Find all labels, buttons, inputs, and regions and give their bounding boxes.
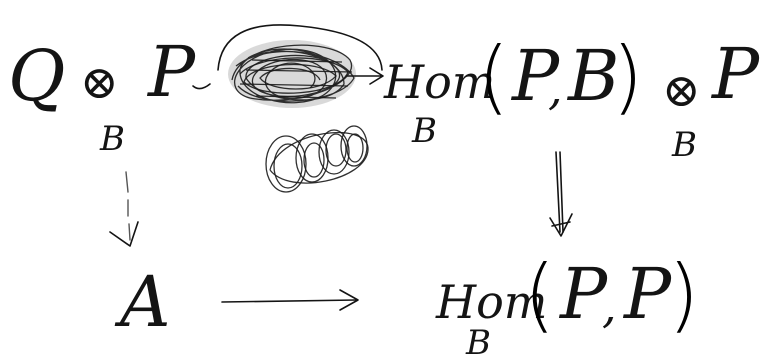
- right-arrow-shaft: [555, 151, 564, 233]
- subscript-b: B: [99, 119, 125, 159]
- close-paren-bottom: ): [668, 248, 699, 341]
- left-arrow-head: [109, 221, 139, 247]
- node-a: A: [114, 261, 171, 343]
- symbol-q: Q: [8, 35, 65, 117]
- comma-bottom: ,: [602, 279, 617, 333]
- symbol-a: A: [114, 261, 171, 343]
- close-paren: ): [612, 30, 643, 123]
- bottom-arrow-shaft: [221, 299, 357, 303]
- hom-subscript-b: B: [411, 111, 437, 151]
- node-q-tensor-p: Q ⊗ B P: [8, 31, 197, 159]
- right-arrow-head: [549, 213, 573, 237]
- bottom-arrow-head: [339, 289, 359, 311]
- hom-text: Hom: [383, 55, 495, 109]
- bottom-arrow: [221, 289, 359, 311]
- arrow-tail: [192, 83, 211, 90]
- node-hom-p-p: Hom B ( P , P ): [435, 248, 699, 360]
- arg-p: P: [510, 35, 561, 117]
- symbol-p-right: P: [710, 33, 761, 115]
- scribbled-out-label: [228, 40, 356, 108]
- scribbled-loops: [265, 125, 369, 193]
- tensor-symbol: ⊗: [80, 55, 119, 109]
- comma: ,: [548, 61, 563, 115]
- open-paren-bottom: (: [524, 248, 555, 341]
- top-arrow: [192, 24, 384, 90]
- left-arrow-shaft: [125, 171, 131, 241]
- arg-p-bottom-2: P: [622, 253, 673, 335]
- hom-subscript-b-bottom: B: [465, 323, 491, 360]
- arg-b: B: [566, 35, 619, 117]
- arrow-arc: [217, 24, 383, 71]
- symbol-p: P: [146, 31, 197, 113]
- tensor-symbol-right: ⊗: [662, 63, 701, 117]
- arg-p-bottom-1: P: [558, 253, 609, 335]
- node-hom-p-b-tensor-p: Hom B ( P , B ) ⊗ B P: [383, 30, 761, 165]
- hom-text-bottom: Hom: [435, 275, 547, 329]
- open-paren: (: [478, 30, 509, 123]
- arrow-head: [345, 67, 384, 85]
- right-vertical-arrow: [549, 151, 573, 237]
- tensor-subscript-b: B: [671, 125, 697, 165]
- left-vertical-arrow: [109, 171, 139, 247]
